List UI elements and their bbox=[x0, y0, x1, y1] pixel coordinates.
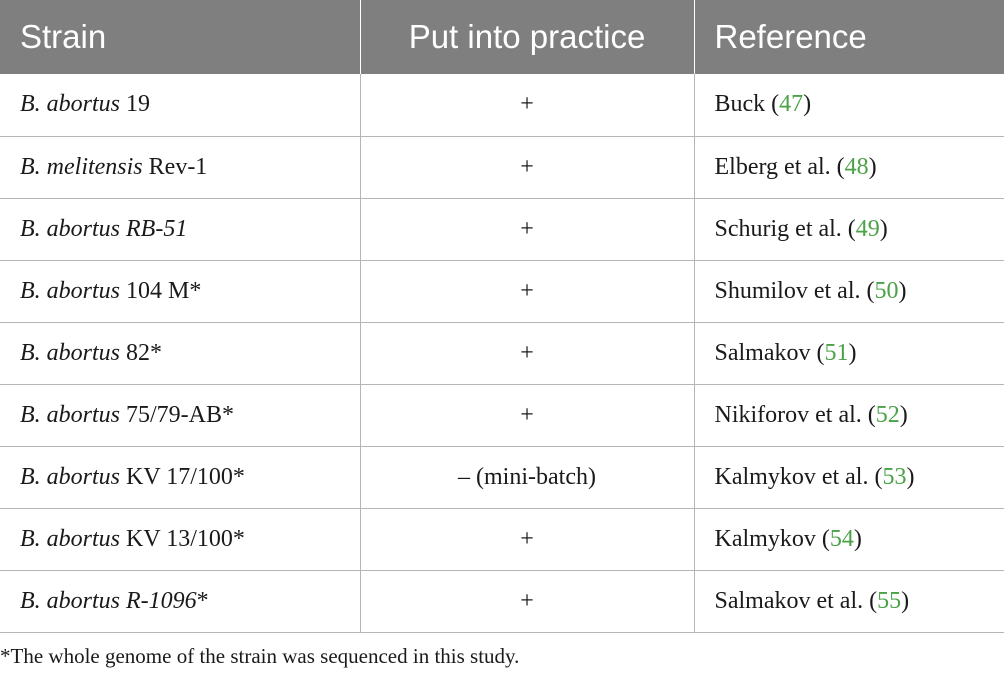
reference-author: Elberg et al. ( bbox=[714, 153, 845, 180]
species-name: B. melitensis bbox=[20, 153, 143, 180]
strain-designation: 19 bbox=[120, 91, 151, 118]
table-row: B. abortus 19 + Buck (47) bbox=[0, 74, 1004, 137]
species-name: B. abortus bbox=[20, 91, 121, 118]
reference-close: ) bbox=[853, 525, 862, 552]
strain-cell: B. abortus R-1096* bbox=[0, 570, 361, 633]
reference-author: Kalmykov ( bbox=[714, 525, 830, 552]
reference-link[interactable]: 48 bbox=[844, 153, 869, 180]
table-row: B. abortus KV 13/100* + Kalmykov (54) bbox=[0, 508, 1004, 571]
reference-close: ) bbox=[906, 463, 915, 490]
reference-cell: Schurig et al. (49) bbox=[694, 198, 1004, 261]
practice-cell: – (mini-batch) bbox=[360, 446, 695, 509]
species-name: B. abortus bbox=[20, 277, 121, 304]
practice-cell: + bbox=[360, 136, 695, 199]
table-body: B. abortus 19 + Buck (47) B. melitensis … bbox=[0, 74, 1004, 633]
species-name: B. abortus bbox=[20, 463, 121, 490]
reference-close: ) bbox=[848, 339, 857, 366]
practice-cell: + bbox=[360, 384, 695, 447]
strain-cell: B. abortus 19 bbox=[0, 74, 361, 137]
reference-close: ) bbox=[868, 153, 877, 180]
reference-author: Shumilov et al. ( bbox=[714, 277, 875, 304]
strain-designation: Rev-1 bbox=[142, 153, 208, 180]
reference-close: ) bbox=[879, 215, 888, 242]
practice-cell: + bbox=[360, 508, 695, 571]
strain-cell: B. abortus 75/79-AB* bbox=[0, 384, 361, 447]
reference-close: ) bbox=[899, 401, 908, 428]
practice-cell: + bbox=[360, 260, 695, 323]
reference-author: Nikiforov et al. ( bbox=[714, 401, 876, 428]
strain-cell: B. melitensis Rev-1 bbox=[0, 136, 361, 199]
reference-author: Kalmykov et al. ( bbox=[714, 463, 883, 490]
reference-cell: Elberg et al. (48) bbox=[694, 136, 1004, 199]
practice-cell: + bbox=[360, 570, 695, 633]
strain-italic: R-1096 bbox=[120, 587, 197, 614]
reference-link[interactable]: 52 bbox=[875, 401, 900, 428]
reference-cell: Kalmykov et al. (53) bbox=[694, 446, 1004, 509]
reference-author: Salmakov ( bbox=[714, 339, 825, 366]
strain-designation: 75/79-AB* bbox=[120, 401, 235, 428]
table-row: B. abortus 82* + Salmakov (51) bbox=[0, 322, 1004, 385]
strain-designation: KV 17/100* bbox=[120, 463, 245, 490]
reference-link[interactable]: 53 bbox=[882, 463, 907, 490]
reference-cell: Salmakov (51) bbox=[694, 322, 1004, 385]
practice-cell: + bbox=[360, 322, 695, 385]
table-row: B. abortus KV 17/100* – (mini-batch) Kal… bbox=[0, 446, 1004, 509]
reference-close: ) bbox=[898, 277, 907, 304]
strain-cell: B. abortus RB-51 bbox=[0, 198, 361, 261]
reference-cell: Shumilov et al. (50) bbox=[694, 260, 1004, 323]
practice-cell: + bbox=[360, 198, 695, 261]
header-row: Strain Put into practice Reference bbox=[0, 0, 1004, 74]
reference-cell: Kalmykov (54) bbox=[694, 508, 1004, 571]
header-strain: Strain bbox=[0, 0, 361, 74]
reference-cell: Nikiforov et al. (52) bbox=[694, 384, 1004, 447]
reference-link[interactable]: 51 bbox=[824, 339, 849, 366]
species-name: B. abortus bbox=[20, 215, 121, 242]
species-name: B. abortus bbox=[20, 339, 121, 366]
reference-cell: Buck (47) bbox=[694, 74, 1004, 137]
reference-link[interactable]: 47 bbox=[779, 91, 804, 118]
strain-table: Strain Put into practice Reference B. ab… bbox=[0, 0, 1004, 633]
strain-cell: B. abortus KV 17/100* bbox=[0, 446, 361, 509]
reference-close: ) bbox=[803, 91, 812, 118]
table-header: Strain Put into practice Reference bbox=[0, 0, 1004, 74]
reference-author: Buck ( bbox=[714, 91, 780, 118]
reference-cell: Salmakov et al. (55) bbox=[694, 570, 1004, 633]
table-row: B. melitensis Rev-1 + Elberg et al. (48) bbox=[0, 136, 1004, 199]
reference-author: Salmakov et al. ( bbox=[714, 587, 878, 614]
strain-designation: KV 13/100* bbox=[120, 525, 245, 552]
strain-italic: RB-51 bbox=[120, 215, 188, 242]
table-footnote: *The whole genome of the strain was sequ… bbox=[0, 644, 520, 668]
strain-designation: 82* bbox=[120, 339, 163, 366]
table-row: B. abortus R-1096* + Salmakov et al. (55… bbox=[0, 570, 1004, 633]
reference-close: ) bbox=[901, 587, 910, 614]
species-name: B. abortus bbox=[20, 401, 121, 428]
strain-table-container: Strain Put into practice Reference B. ab… bbox=[0, 0, 1004, 633]
strain-designation: * bbox=[196, 587, 209, 614]
reference-link[interactable]: 55 bbox=[877, 587, 902, 614]
reference-link[interactable]: 50 bbox=[874, 277, 899, 304]
table-row: B. abortus 104 M* + Shumilov et al. (50) bbox=[0, 260, 1004, 323]
species-name: B. abortus bbox=[20, 587, 121, 614]
header-put-into-practice: Put into practice bbox=[360, 0, 695, 74]
reference-author: Schurig et al. ( bbox=[714, 215, 856, 242]
header-reference: Reference bbox=[694, 0, 1004, 74]
strain-designation: 104 M* bbox=[120, 277, 202, 304]
reference-link[interactable]: 54 bbox=[829, 525, 854, 552]
species-name: B. abortus bbox=[20, 525, 121, 552]
strain-cell: B. abortus 104 M* bbox=[0, 260, 361, 323]
table-row: B. abortus 75/79-AB* + Nikiforov et al. … bbox=[0, 384, 1004, 447]
table-row: B. abortus RB-51 + Schurig et al. (49) bbox=[0, 198, 1004, 261]
strain-cell: B. abortus KV 13/100* bbox=[0, 508, 361, 571]
strain-cell: B. abortus 82* bbox=[0, 322, 361, 385]
reference-link[interactable]: 49 bbox=[855, 215, 880, 242]
practice-cell: + bbox=[360, 74, 695, 137]
